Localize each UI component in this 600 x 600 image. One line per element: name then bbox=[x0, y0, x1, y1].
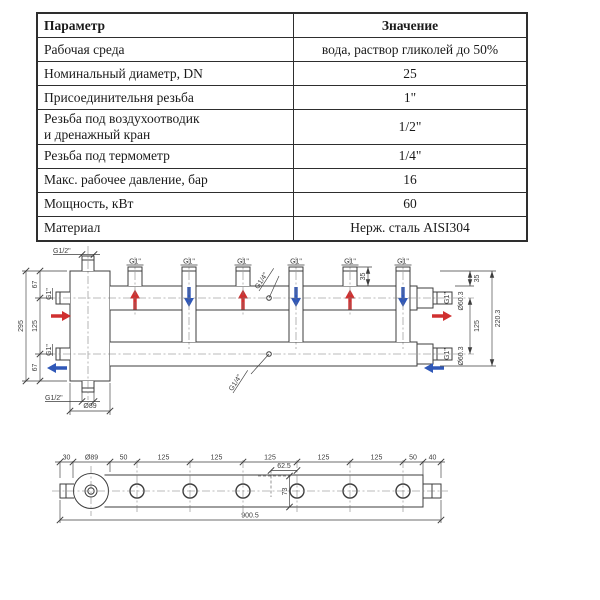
thermo-port-bottom-label: G1/4" bbox=[228, 373, 244, 392]
param-cell: Рабочая среда bbox=[36, 37, 294, 62]
table-row: Материал Нерж. сталь AISI304 bbox=[36, 215, 528, 242]
front-view-drawing: G1/4" G1/4" G1" G1" G1" G1" G1" G1" G1/2… bbox=[18, 246, 502, 415]
outlet-label: G1" bbox=[129, 259, 141, 266]
dim-50-right: 50 bbox=[409, 455, 417, 462]
dim-d89: Ø89 bbox=[85, 455, 98, 462]
param-header: Параметр bbox=[36, 12, 294, 38]
outlet-label: G1" bbox=[397, 259, 409, 266]
dim-125: 125 bbox=[318, 455, 330, 462]
dim-295: 295 bbox=[18, 320, 25, 332]
param-cell: Материал bbox=[36, 215, 294, 242]
value-cell: 1/2" bbox=[293, 109, 528, 145]
table-row: Мощность, кВт 60 bbox=[36, 191, 528, 217]
spec-table-wrap: Параметр Значение Рабочая среда вода, ра… bbox=[36, 12, 528, 242]
dim-67-top: 67 bbox=[32, 281, 39, 289]
centerlines bbox=[52, 460, 448, 516]
dim-40: 40 bbox=[429, 455, 437, 462]
dim-125: 125 bbox=[264, 455, 276, 462]
value-cell: 25 bbox=[293, 61, 528, 86]
dim-right-125: 125 bbox=[474, 320, 481, 332]
dim-125: 125 bbox=[158, 455, 170, 462]
outlet-label: G1" bbox=[290, 259, 302, 266]
table-row: Резьба под термометр 1/4" bbox=[36, 143, 528, 169]
bottom-port-label: G1/2" bbox=[45, 395, 63, 402]
value-cell: 16 bbox=[293, 167, 528, 193]
drain-stub bbox=[59, 483, 74, 499]
param-cell: Мощность, кВт bbox=[36, 191, 294, 217]
value-cell: Нерж. сталь AISI304 bbox=[293, 215, 528, 242]
table-row: Присоединительня резьба 1" bbox=[36, 85, 528, 110]
param-cell: Резьба под воздухоотводик и дренажный кр… bbox=[36, 109, 294, 145]
dim-125: 125 bbox=[371, 455, 383, 462]
dim-67-bottom: 67 bbox=[32, 364, 39, 372]
value-header: Значение bbox=[293, 12, 528, 38]
dim-900-5: 900.5 bbox=[241, 513, 259, 520]
table-row: Рабочая среда вода, раствор гликолей до … bbox=[36, 37, 528, 62]
dim-125: 125 bbox=[211, 455, 223, 462]
dim-73: 73 bbox=[282, 488, 289, 496]
param-cell: Номинальный диаметр, DN bbox=[36, 61, 294, 86]
end-port-bottom-label: G1" bbox=[444, 348, 451, 360]
outlet-label: G1" bbox=[237, 259, 249, 266]
dim-62-5: 62.5 bbox=[277, 463, 291, 470]
separator-body bbox=[69, 270, 111, 382]
dim-125: 125 bbox=[32, 320, 39, 332]
outlet-label: G1" bbox=[344, 259, 356, 266]
end-port-top-label: G1" bbox=[444, 292, 451, 304]
table-row: Резьба под воздухоотводик и дренажный кр… bbox=[36, 109, 528, 145]
pipe-diameter-bottom-label: Ø60.3 bbox=[458, 346, 465, 365]
supply-arrow bbox=[51, 311, 71, 321]
supply-arrow bbox=[432, 311, 452, 321]
body-diameter-label: Ø89 bbox=[83, 403, 96, 410]
side-port-bottom-label: G1" bbox=[46, 344, 53, 356]
param-cell: Присоединительня резьба bbox=[36, 85, 294, 110]
table-row: Макс. рабочее давление, бар 16 bbox=[36, 167, 528, 193]
spec-table: Параметр Значение Рабочая среда вода, ра… bbox=[36, 12, 528, 242]
dim-right-220: 220.3 bbox=[495, 310, 502, 328]
dim-right-35: 35 bbox=[474, 275, 481, 283]
value-cell: 1" bbox=[293, 85, 528, 110]
param-cell: Макс. рабочее давление, бар bbox=[36, 167, 294, 193]
dim-50-left: 50 bbox=[120, 455, 128, 462]
dim-30: 30 bbox=[63, 455, 71, 462]
centerlines bbox=[48, 246, 474, 400]
table-row: Номинальный диаметр, DN 25 bbox=[36, 61, 528, 86]
header-row: Параметр Значение bbox=[36, 12, 528, 38]
dim-outlet-35: 35 bbox=[360, 273, 367, 281]
side-port-top-label: G1" bbox=[46, 288, 53, 300]
value-cell: 60 bbox=[293, 191, 528, 217]
top-view-drawing: 30 Ø89 50 125 125 125 125 125 50 40 62.5… bbox=[52, 455, 448, 524]
return-arrow bbox=[47, 363, 67, 373]
value-cell: 1/4" bbox=[293, 143, 528, 169]
pipe-diameter-top-label: Ø60.3 bbox=[458, 291, 465, 310]
param-cell: Резьба под термометр bbox=[36, 143, 294, 169]
top-port-label: G1/2" bbox=[53, 248, 71, 255]
outlet-label: G1" bbox=[183, 259, 195, 266]
value-cell: вода, раствор гликолей до 50% bbox=[293, 37, 528, 62]
